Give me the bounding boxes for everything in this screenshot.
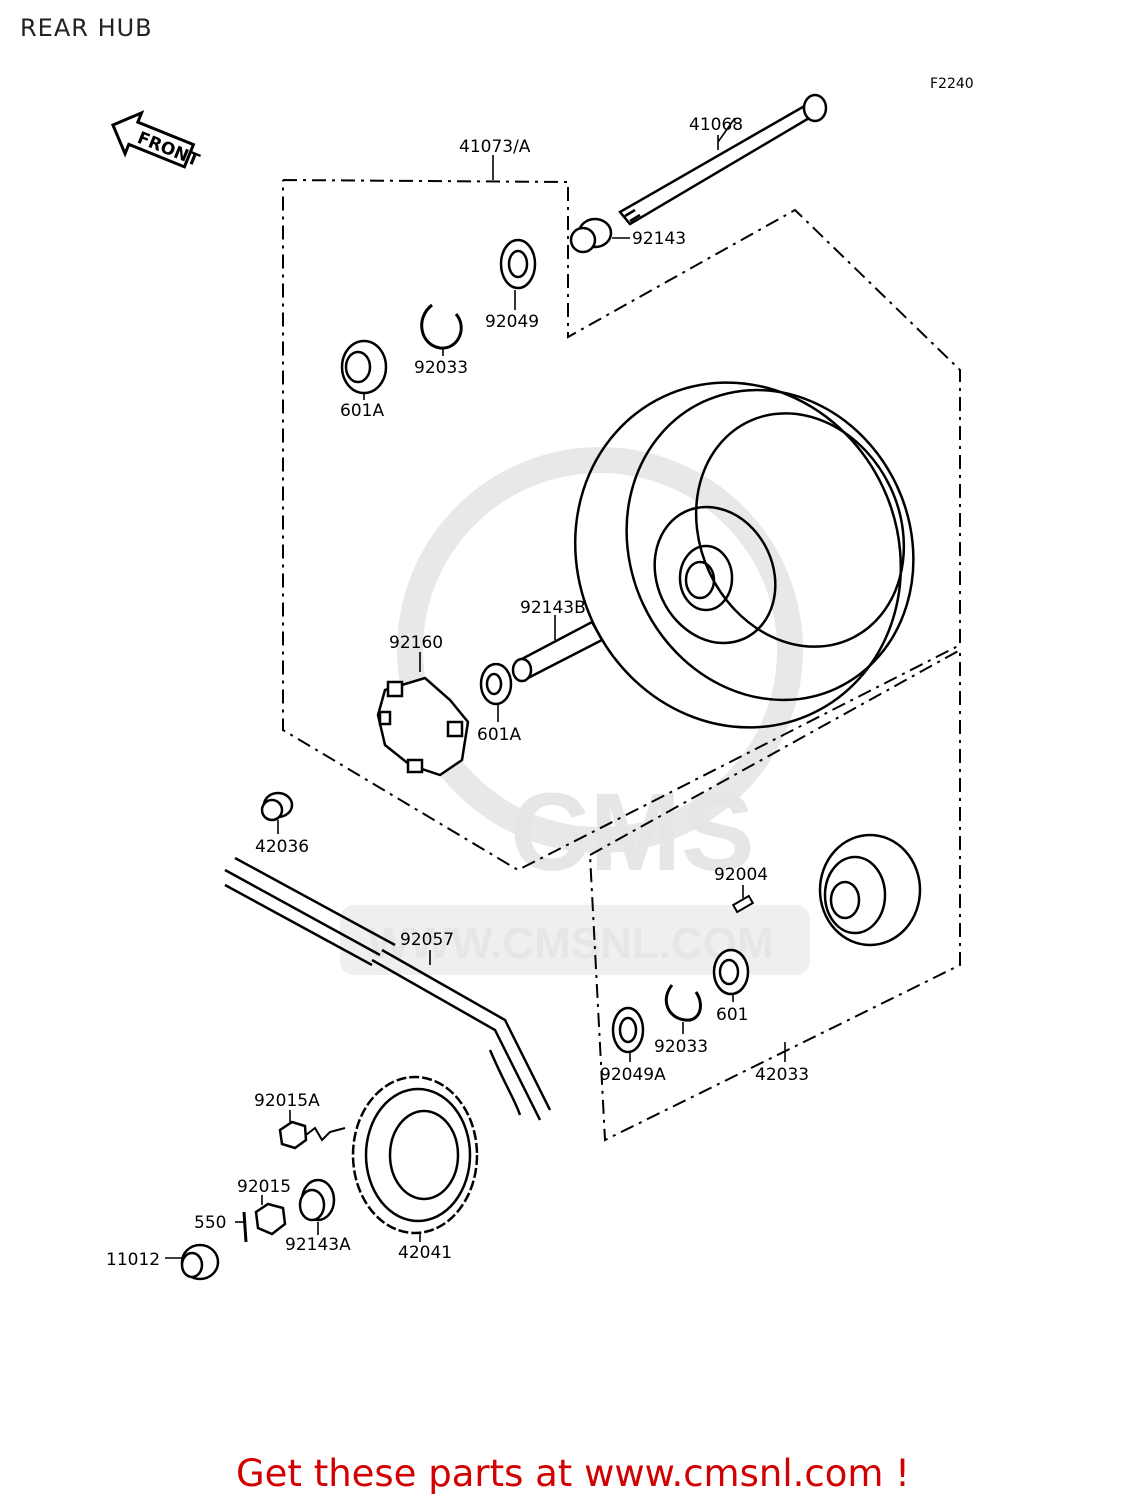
oil-seal bbox=[499, 238, 537, 290]
collar-92143A bbox=[298, 1178, 336, 1222]
watermark-url: WWW.CMSNL.COM bbox=[368, 919, 774, 968]
part-label: 92143B bbox=[520, 598, 586, 618]
ball-bearing bbox=[340, 339, 388, 395]
part-label: 41073/A bbox=[459, 137, 531, 157]
page-title: REAR HUB bbox=[20, 14, 153, 42]
part-label: 92004 bbox=[714, 865, 768, 885]
part-label: 92015 bbox=[237, 1177, 291, 1197]
hub-damper bbox=[376, 676, 470, 777]
axle-nut bbox=[254, 1202, 287, 1236]
dash-link bbox=[305, 1126, 346, 1142]
coupling-collar bbox=[260, 791, 294, 822]
footer-link[interactable]: Get these parts at www.cmsnl.com ! bbox=[235, 1452, 910, 1495]
part-label: 92049 bbox=[485, 312, 539, 332]
ball-bearing-2 bbox=[479, 662, 513, 706]
sprocket-nut bbox=[278, 1120, 308, 1150]
part-label: 42033 bbox=[755, 1065, 809, 1085]
axle bbox=[618, 93, 828, 226]
part-label: 601A bbox=[340, 401, 384, 421]
part-label: 42036 bbox=[255, 837, 309, 857]
part-label: 92049A bbox=[600, 1065, 666, 1085]
bearing-601 bbox=[712, 948, 750, 996]
part-label: 550 bbox=[194, 1213, 226, 1233]
part-labels: 41068 41073/A 92143 92049 92033 601A 921… bbox=[106, 115, 809, 1270]
collar bbox=[569, 217, 613, 254]
part-label: 92057 bbox=[400, 930, 454, 950]
part-label: 92033 bbox=[654, 1037, 708, 1057]
circlip-2 bbox=[664, 984, 702, 1022]
axle-cap bbox=[180, 1243, 220, 1281]
part-label: 601A bbox=[477, 725, 521, 745]
front-arrow-icon: FRONT bbox=[110, 110, 202, 171]
cotter-pin bbox=[242, 1211, 248, 1243]
rear-sprocket bbox=[351, 1075, 479, 1235]
part-label: 601 bbox=[716, 1005, 748, 1025]
part-label: 92015A bbox=[254, 1091, 320, 1111]
part-label: 92143 bbox=[632, 229, 686, 249]
part-label: 92143A bbox=[285, 1235, 351, 1255]
part-label: 11012 bbox=[106, 1250, 160, 1270]
watermark-brand: CMS bbox=[510, 771, 754, 894]
rear-wheel bbox=[573, 381, 915, 729]
leader-lines bbox=[165, 117, 786, 1259]
part-label: 92033 bbox=[414, 358, 468, 378]
wheel-assembly-outline bbox=[282, 179, 961, 872]
part-label: 41068 bbox=[689, 115, 743, 135]
hub-assembly-outline bbox=[589, 648, 961, 1142]
watermark: CMS WWW.CMSNL.COM bbox=[340, 447, 810, 975]
oil-seal-2 bbox=[611, 1006, 645, 1054]
circlip bbox=[420, 303, 463, 350]
stud bbox=[731, 894, 755, 914]
sprocket-coupling bbox=[818, 833, 922, 947]
figure-code: F2240 bbox=[930, 76, 974, 92]
part-label: 92160 bbox=[389, 633, 443, 653]
part-label: 42041 bbox=[398, 1243, 452, 1263]
drive-chain bbox=[224, 856, 552, 1121]
distance-collar bbox=[511, 620, 604, 683]
